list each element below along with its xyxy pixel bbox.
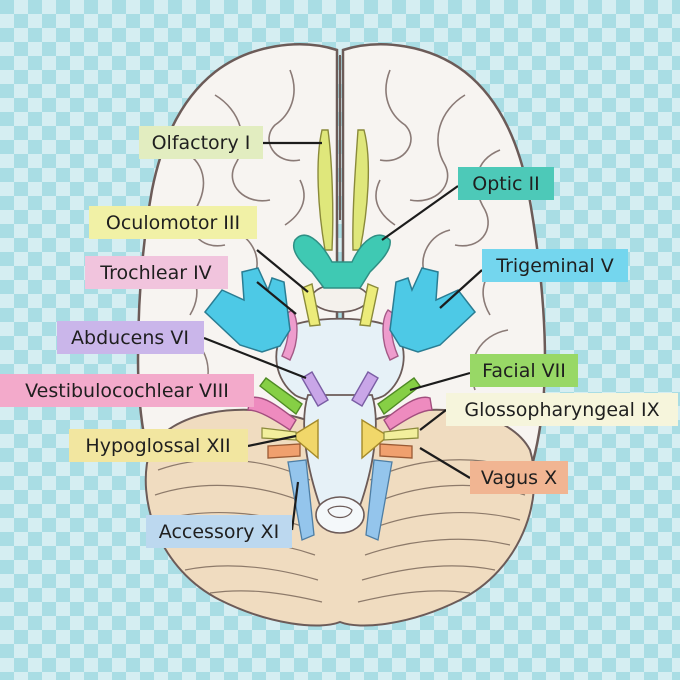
facial-nerve-left — [259, 377, 303, 416]
vestibulocochlear-nerve-left — [247, 396, 297, 431]
label-facial-box — [470, 354, 578, 387]
label-vestibulocochlear-text: Vestibulocochlear VIII — [25, 380, 229, 402]
label-hypoglossal-text: Hypoglossal XII — [85, 435, 230, 457]
vestibulocochlear-nerve-right — [383, 396, 433, 431]
vagus-nerve-left — [267, 443, 301, 459]
label-trigeminal: Trigeminal V — [482, 249, 628, 282]
trochlear-leader — [256, 281, 297, 315]
trigeminal-leader — [439, 269, 483, 309]
label-glossopharyngeal-box — [446, 393, 678, 426]
label-trochlear-text: Trochlear IV — [99, 262, 211, 284]
abducens-leader — [203, 336, 307, 380]
hypoglossal-nerve-right — [361, 418, 390, 460]
facial-leader — [409, 371, 471, 392]
label-vagus: Vagus X — [470, 461, 568, 494]
label-accessory-text: Accessory XI — [159, 521, 279, 543]
abducens-nerve-right — [351, 371, 379, 407]
olfactory-nerve-right — [352, 129, 370, 251]
label-abducens: Abducens VI — [57, 321, 204, 354]
optic-chiasm — [293, 234, 391, 289]
label-optic-box — [458, 167, 554, 200]
label-glossopharyngeal-text: Glossopharyngeal IX — [464, 399, 659, 421]
label-vagus-text: Vagus X — [481, 467, 557, 489]
label-olfactory-text: Olfactory I — [152, 132, 251, 154]
hypoglossal-leader — [247, 434, 297, 448]
label-vestibulocochlear-box — [0, 374, 254, 407]
label-olfactory: Olfactory I — [139, 126, 263, 159]
hypoglossal-nerve-left — [290, 418, 319, 460]
label-oculomotor-text: Oculomotor III — [106, 212, 240, 234]
oculomotor-leader — [256, 249, 309, 293]
label-trochlear-box — [85, 256, 228, 289]
optic-leader — [381, 185, 459, 241]
accessory-leader — [290, 481, 300, 531]
label-facial-text: Facial VII — [482, 360, 566, 382]
olfactory-nerve-left — [317, 129, 334, 251]
label-abducens-text: Abducens VI — [71, 327, 189, 349]
vagus-nerve-right — [379, 443, 413, 459]
vagus-leader — [419, 447, 471, 479]
accessory-nerve-left — [287, 459, 315, 541]
oculomotor-nerve-right — [359, 283, 379, 327]
label-hypoglossal-box — [69, 429, 248, 462]
label-olfactory-box — [139, 126, 263, 159]
label-vestibulocochlear: Vestibulocochlear VIII — [0, 374, 254, 407]
label-abducens-box — [57, 321, 204, 354]
label-glossopharyngeal: Glossopharyngeal IX — [446, 393, 678, 426]
label-accessory-box — [146, 515, 292, 548]
glossopharyngeal-nerve-right — [383, 427, 419, 441]
spinal-cord-section — [315, 496, 365, 534]
trigeminal-nerve-left — [203, 267, 291, 353]
glossopharyngeal-leader — [419, 409, 447, 431]
facial-nerve-right — [377, 377, 421, 416]
label-accessory: Accessory XI — [146, 515, 292, 548]
label-oculomotor-box — [89, 206, 257, 239]
nerves — [203, 129, 477, 541]
leader-lines — [203, 141, 483, 531]
oculomotor-nerve-left — [301, 283, 321, 327]
abducens-nerve-left — [301, 371, 329, 407]
label-trigeminal-box — [482, 249, 628, 282]
label-optic: Optic II — [458, 167, 554, 200]
label-trochlear: Trochlear IV — [85, 256, 228, 289]
label-hypoglossal: Hypoglossal XII — [69, 429, 248, 462]
label-trigeminal-text: Trigeminal V — [495, 255, 613, 277]
label-vagus-box — [470, 461, 568, 494]
label-optic-text: Optic II — [472, 173, 539, 195]
accessory-nerve-right — [365, 459, 393, 541]
trigeminal-nerve-right — [389, 267, 477, 353]
label-oculomotor: Oculomotor III — [89, 206, 257, 239]
label-facial: Facial VII — [470, 354, 578, 387]
